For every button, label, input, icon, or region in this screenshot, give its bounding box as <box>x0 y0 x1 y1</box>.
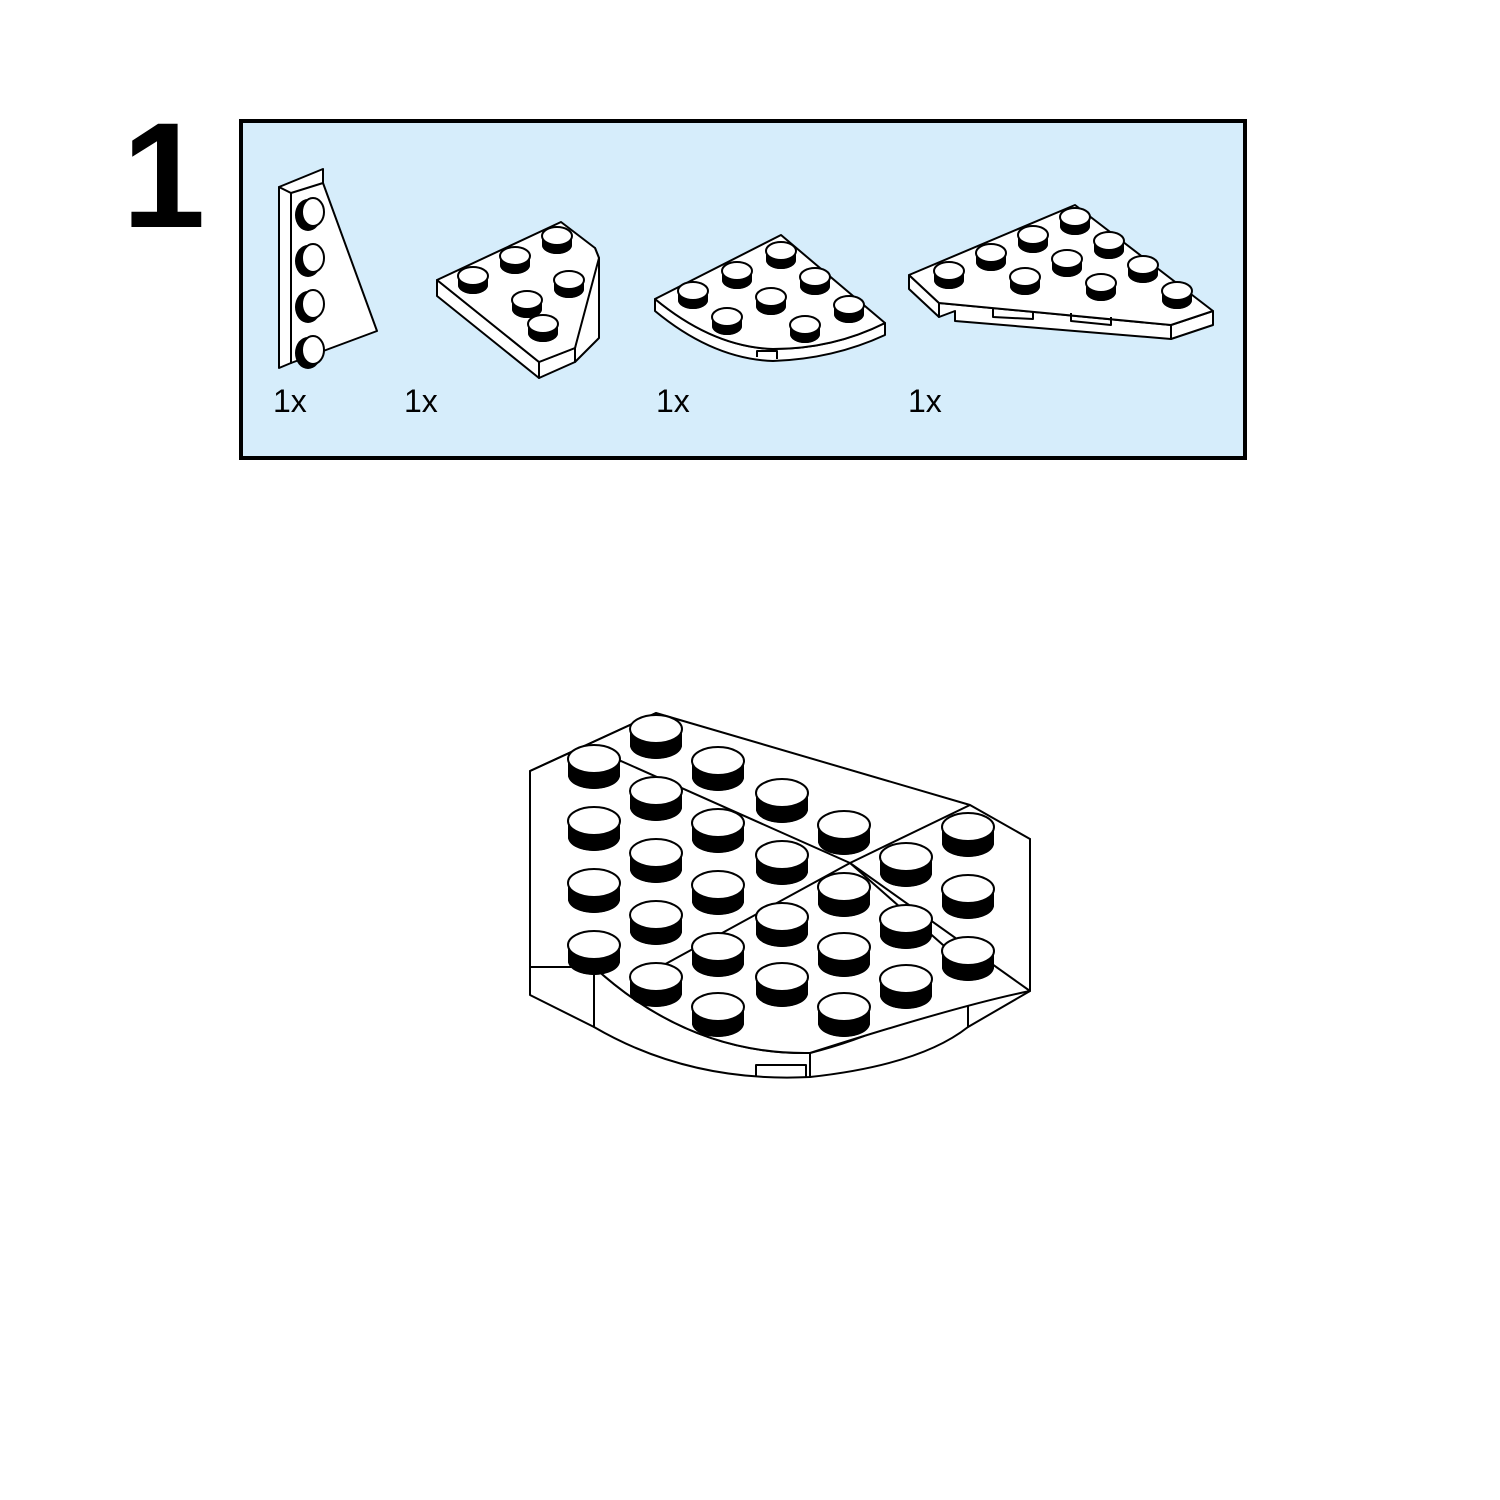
stud <box>755 287 787 315</box>
stud <box>799 267 831 295</box>
stud <box>677 281 709 309</box>
stud <box>629 900 683 945</box>
stud <box>691 992 745 1037</box>
stud <box>933 261 965 289</box>
stud <box>691 932 745 977</box>
stud <box>755 902 809 947</box>
stud <box>567 868 621 913</box>
stud <box>1085 273 1117 301</box>
stud <box>567 744 621 789</box>
stud <box>833 295 865 323</box>
stud <box>817 932 871 977</box>
stud <box>879 842 933 887</box>
stud <box>789 315 821 343</box>
stud <box>691 870 745 915</box>
stud <box>765 241 797 269</box>
stud <box>941 874 995 919</box>
stud <box>295 243 325 277</box>
stud <box>817 872 871 917</box>
stud <box>721 261 753 289</box>
stud <box>879 964 933 1009</box>
stud <box>941 812 995 857</box>
stud <box>975 243 1007 271</box>
part-quantity-1: 1x <box>273 383 307 419</box>
stud <box>1093 231 1125 259</box>
stud <box>817 992 871 1037</box>
stud <box>1009 267 1041 295</box>
stud <box>691 808 745 853</box>
stud <box>755 778 809 823</box>
part-quantity-3: 1x <box>656 383 690 419</box>
stud <box>1161 281 1193 309</box>
wedge-plate-icon <box>271 163 381 373</box>
stud <box>295 289 325 323</box>
large-wedge-plate-icon <box>907 201 1217 351</box>
part-quantity-2: 1x <box>404 383 438 419</box>
stud <box>567 930 621 975</box>
corner-plate-icon <box>433 218 613 388</box>
stud <box>527 314 559 342</box>
stud <box>457 266 489 294</box>
step-number: 1 <box>122 91 206 259</box>
stud <box>1017 225 1049 253</box>
part-quantity-4: 1x <box>908 383 942 419</box>
stud <box>1059 207 1091 235</box>
stud <box>629 962 683 1007</box>
assembled-plate-icon <box>520 705 1040 1095</box>
stud <box>567 806 621 851</box>
stud <box>499 246 531 274</box>
stud <box>817 810 871 855</box>
round-corner-plate-icon <box>653 231 893 371</box>
stud <box>541 226 573 254</box>
stud <box>941 936 995 981</box>
stud <box>691 746 745 791</box>
stud <box>1127 255 1159 283</box>
stud <box>629 776 683 821</box>
stud <box>553 270 585 298</box>
stud <box>755 840 809 885</box>
stud <box>879 904 933 949</box>
parts-list-box: 1x 1x 1x <box>239 119 1247 460</box>
stud <box>295 335 325 369</box>
stud <box>755 962 809 1007</box>
stud <box>511 290 543 318</box>
stud <box>629 838 683 883</box>
stud <box>711 307 743 335</box>
stud <box>1051 249 1083 277</box>
stud <box>629 714 683 759</box>
stud <box>295 197 325 231</box>
